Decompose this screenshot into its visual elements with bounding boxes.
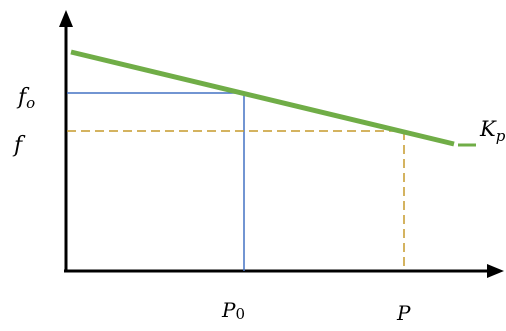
p0-fo-rectangle (67, 92, 245, 271)
kp-label-sub: p (496, 127, 506, 145)
x-label-p0: P0 (221, 298, 245, 323)
x-label-p0-main: P (221, 298, 236, 322)
x-label-p: P (396, 301, 411, 325)
kp-label-main: K (479, 117, 497, 141)
y-axis-arrowhead (59, 10, 73, 27)
x-axis-arrowhead (487, 264, 504, 278)
kp-line (70, 49, 455, 147)
y-label-fo: fo (16, 85, 35, 112)
kp-label: Kp (479, 117, 506, 145)
y-label-fo-sub: o (26, 94, 35, 112)
x-label-p0-sub: 0 (235, 305, 245, 323)
y-label-f: f (12, 133, 26, 158)
